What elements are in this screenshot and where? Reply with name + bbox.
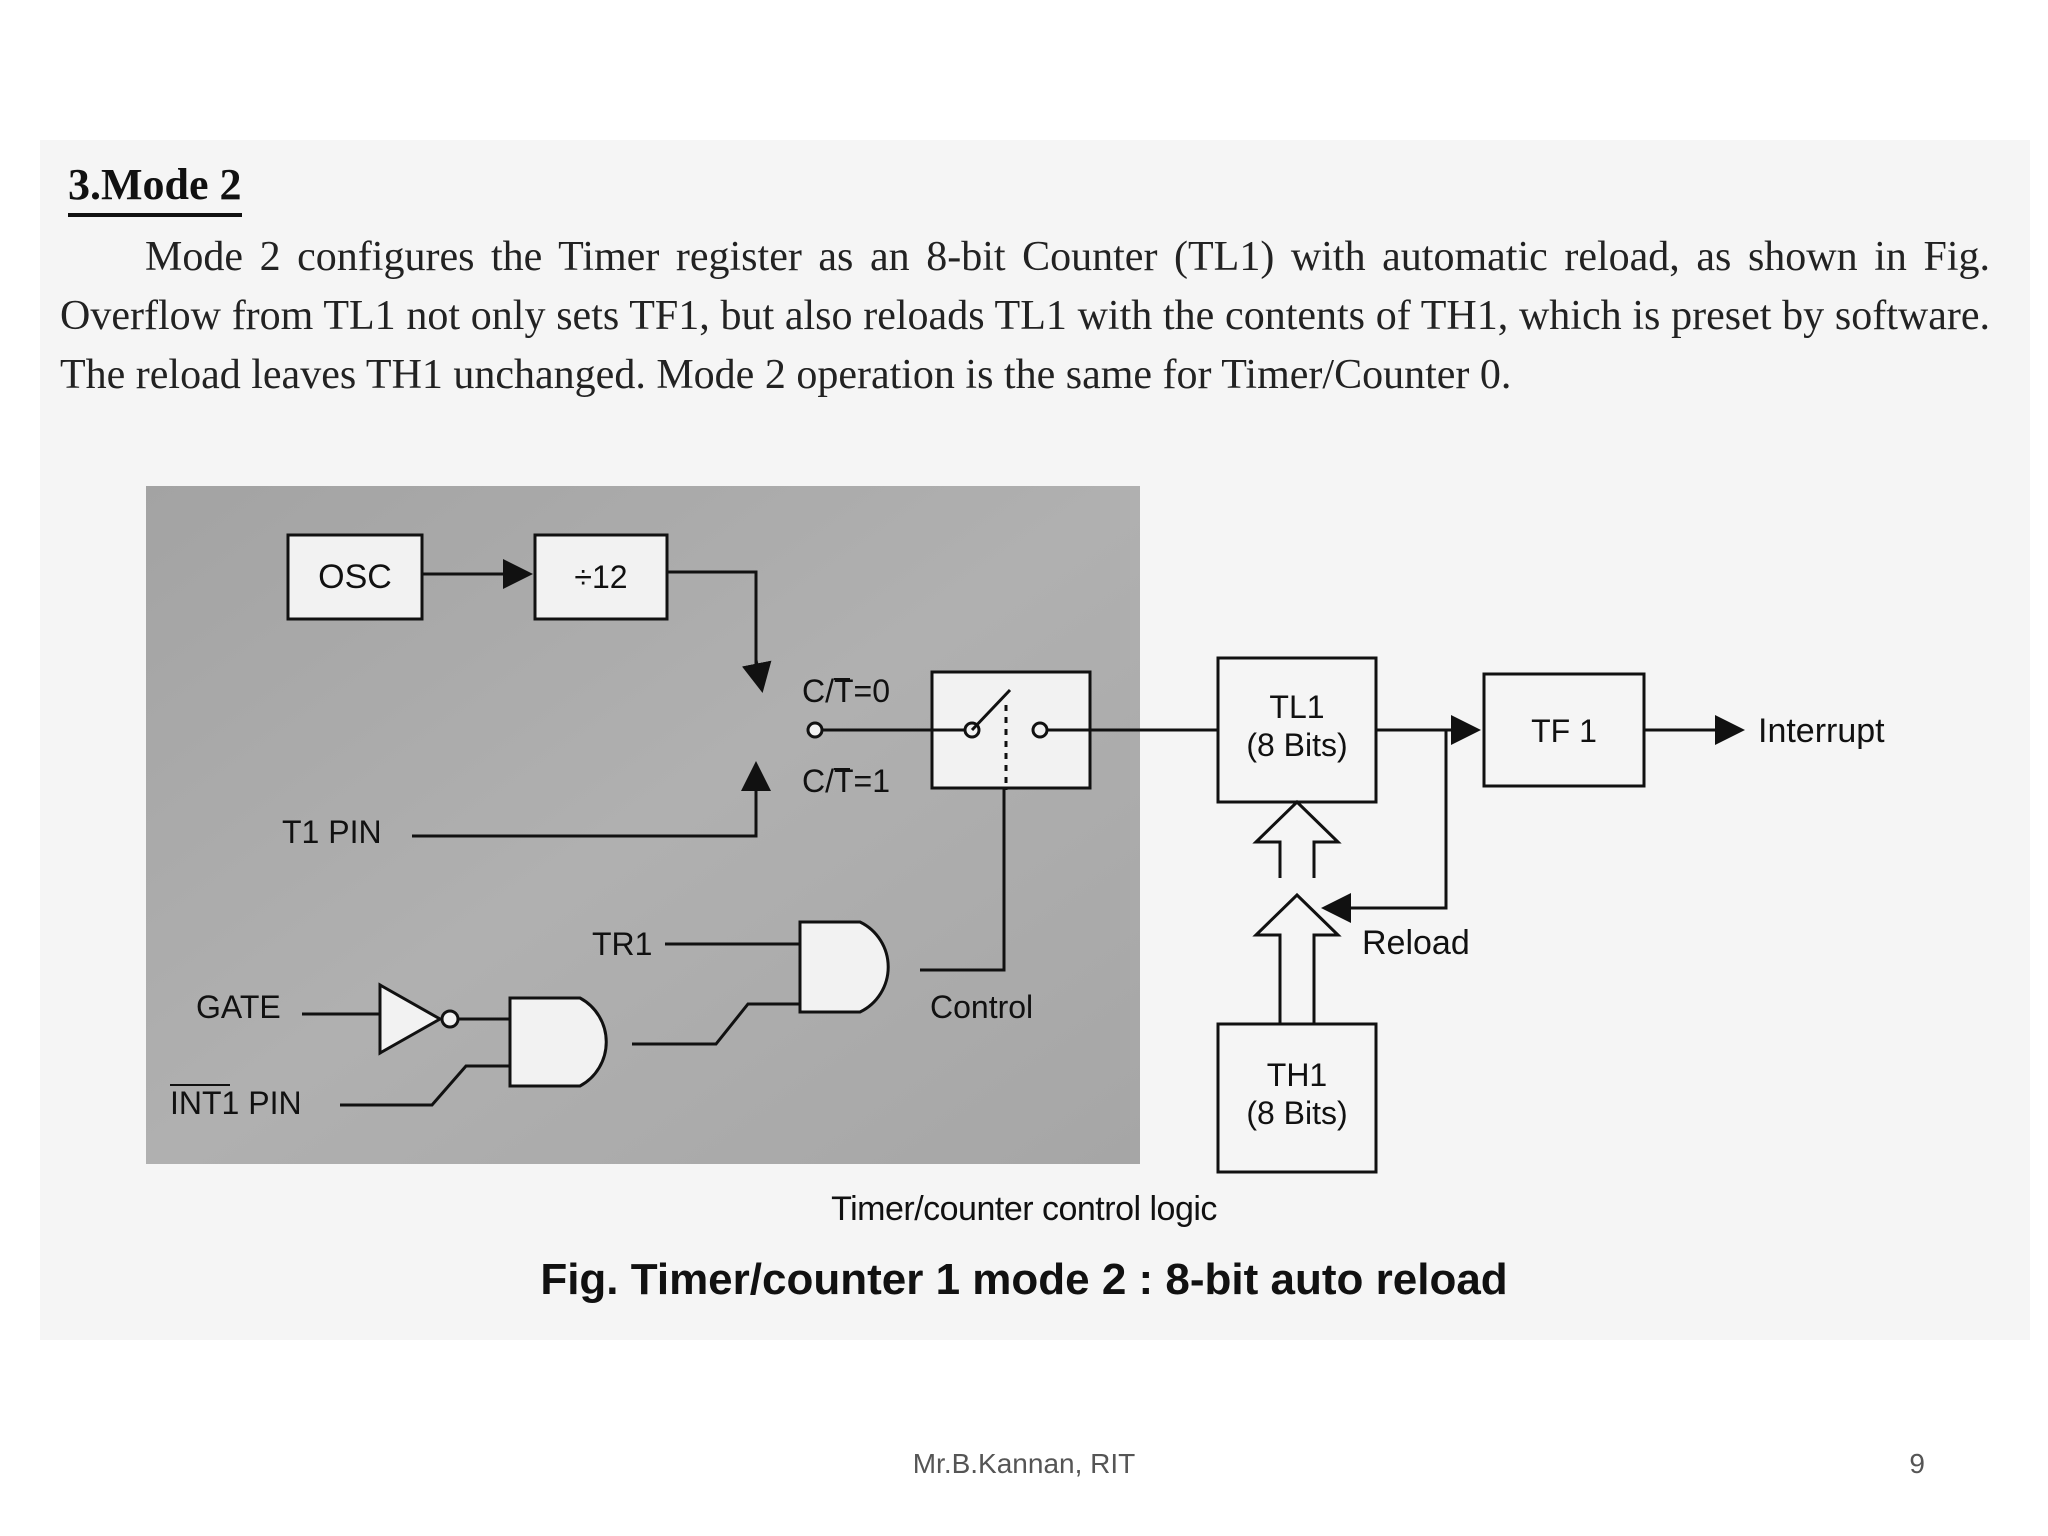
osc-label: OSC: [318, 558, 392, 596]
and-lower-output-wire: [632, 1002, 800, 1046]
reload-hollow-arrow-top: [1252, 799, 1342, 878]
interrupt-label: Interrupt: [1758, 712, 1885, 750]
reload-feedback-wire: [1332, 730, 1448, 910]
ct1-label: C/T=1: [802, 763, 890, 799]
not-gate: [378, 982, 444, 1056]
switch-blade: [970, 688, 1012, 732]
th1-box: [1216, 1022, 1378, 1174]
divide-by-12-box: [533, 533, 669, 621]
and-gate-lower: [508, 996, 608, 1088]
selector-contact: [806, 721, 824, 739]
osc-box: [286, 533, 424, 621]
int1-pin-label: INT1 PIN: [170, 1085, 302, 1121]
int1-wire: [340, 1064, 510, 1107]
not-gate-bubble: [440, 1009, 460, 1029]
tf1-label: TF 1: [1531, 713, 1597, 749]
tl1-label-line2: (8 Bits): [1246, 727, 1347, 763]
and-gate-upper: [798, 920, 890, 1014]
divider-arrow: [741, 659, 772, 693]
reload-label: Reload: [1362, 924, 1470, 962]
page-number: 9: [1909, 1448, 1925, 1479]
th1-label-line1: TH1: [1267, 1057, 1327, 1093]
ct0-label: C/T=0: [802, 673, 890, 709]
reload-hollow-arrow: [1252, 892, 1342, 1026]
divider-label: ÷12: [574, 559, 627, 595]
switch-contact-right: [1031, 721, 1049, 739]
control-wire: [920, 788, 1006, 972]
tr1-label: TR1: [592, 926, 652, 962]
tf1-box: [1482, 672, 1646, 788]
control-label: Control: [930, 989, 1033, 1025]
body-paragraph: Mode 2 configures the Timer register as …: [60, 234, 1990, 398]
divider-output-wire: [667, 570, 758, 680]
footer-author: Mr.B.Kannan, RIT: [912, 1448, 1136, 1479]
figure-subcaption: Timer/counter control logic: [831, 1190, 1217, 1228]
th1-label-line2: (8 Bits): [1246, 1095, 1347, 1131]
gate-label: GATE: [196, 989, 281, 1025]
section-title: 3.Mode 2: [68, 160, 242, 217]
tl1-label-line1: TL1: [1269, 689, 1324, 725]
figure-caption: Fig. Timer/counter 1 mode 2 : 8-bit auto…: [540, 1255, 1508, 1304]
t1-pin-label: T1 PIN: [282, 814, 382, 850]
